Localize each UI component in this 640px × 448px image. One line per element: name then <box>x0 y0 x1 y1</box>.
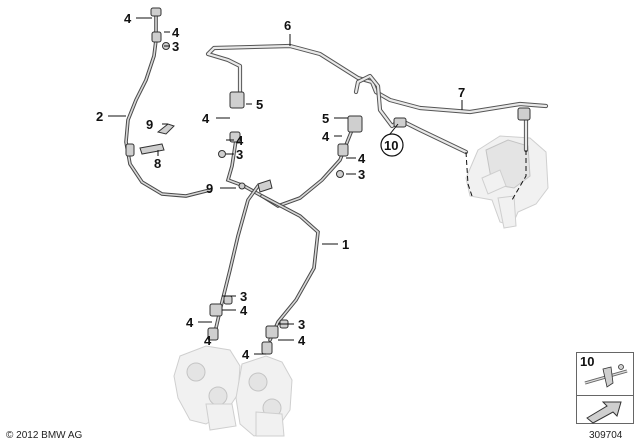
callout-3: 3 <box>172 39 179 54</box>
callout-4: 4 <box>298 333 306 348</box>
pipe-continuation-dashed-2 <box>511 150 527 201</box>
brake-pipe-6 <box>205 43 549 115</box>
callout-4: 4 <box>322 129 330 144</box>
pipe-continuation-dashed <box>465 151 473 197</box>
abs-modulator-ghost <box>465 135 549 229</box>
callout-4: 4 <box>242 347 250 362</box>
callout-10: 10 <box>384 138 398 153</box>
brake-hose-1 <box>214 128 354 342</box>
callout-4: 4 <box>236 133 244 148</box>
callout-numbers: 4 4 3 2 9 8 5 4 4 3 6 5 4 4 3 7 10 9 1 3… <box>96 11 465 362</box>
rear-brake-caliper-ghost <box>235 355 293 437</box>
leader-lines <box>108 17 463 355</box>
callout-2: 2 <box>96 109 103 124</box>
part-10-thumbnail[interactable]: 10 <box>576 352 634 396</box>
callout-9: 9 <box>206 181 213 196</box>
callout-1: 1 <box>342 237 349 252</box>
callout-3: 3 <box>236 147 243 162</box>
callout-10-circle <box>380 133 404 157</box>
diagram-number: 309704 <box>589 430 623 441</box>
clip-icon <box>584 364 628 388</box>
front-brake-caliper-ghost <box>173 345 241 431</box>
callout-5: 5 <box>256 97 263 112</box>
callout-4: 4 <box>124 11 132 26</box>
navigation-arrow-box[interactable] <box>576 396 634 424</box>
callout-8: 8 <box>154 156 161 171</box>
copyright-text: © 2012 BMW AG <box>6 430 83 441</box>
callout-4: 4 <box>172 25 180 40</box>
callout-4: 4 <box>204 333 212 348</box>
callout-4: 4 <box>202 111 210 126</box>
callout-7: 7 <box>458 85 465 100</box>
callout-3: 3 <box>298 317 305 332</box>
callout-3: 3 <box>240 289 247 304</box>
callout-4: 4 <box>240 303 248 318</box>
fittings <box>125 7 531 355</box>
callout-5: 5 <box>322 111 329 126</box>
thumbnail-number: 10 <box>580 354 595 369</box>
callout-4: 4 <box>358 151 366 166</box>
callout-3: 3 <box>358 167 365 182</box>
callout-4: 4 <box>186 315 194 330</box>
callout-9: 9 <box>146 117 153 132</box>
arrow-icon <box>586 401 622 424</box>
callout-6: 6 <box>284 18 291 33</box>
brake-hose-2 <box>124 10 212 198</box>
